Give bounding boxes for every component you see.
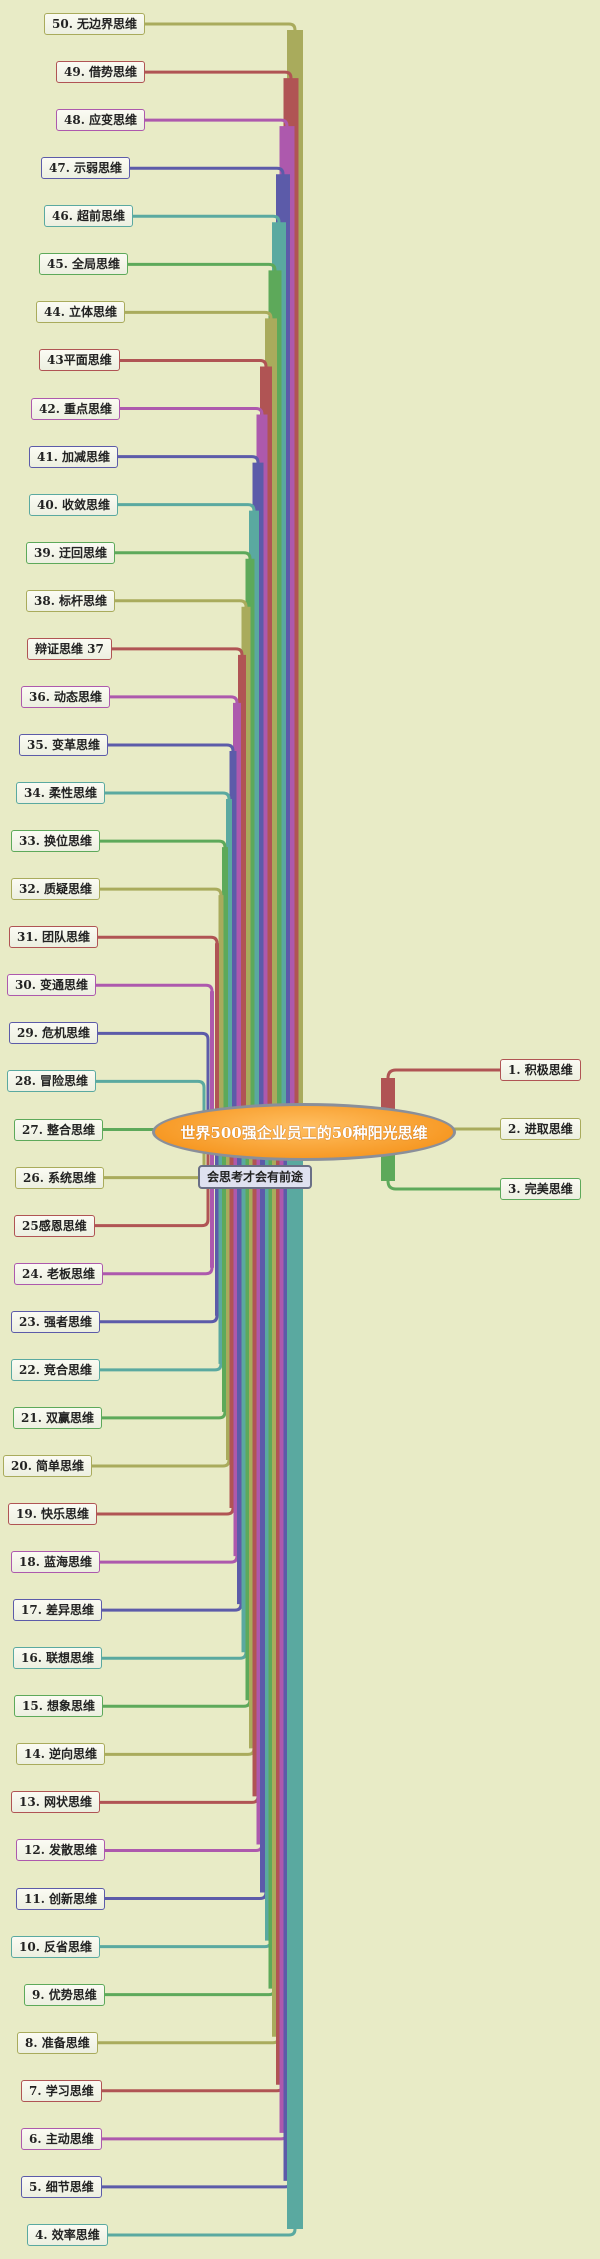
topic-node[interactable]: 38. 标杆思维 — [26, 589, 116, 612]
topic-node[interactable]: 49. 借势思维 — [56, 61, 146, 84]
topic-node[interactable]: 1. 积极思维 — [500, 1059, 581, 1081]
branch-line — [103, 1130, 214, 1276]
branch-line — [118, 455, 260, 1130]
branch-line — [98, 1031, 210, 1130]
branch-line — [120, 358, 268, 1130]
branch-line — [133, 214, 281, 1130]
branch-line — [100, 839, 227, 1130]
topic-node[interactable]: 44. 立体思维 — [36, 301, 126, 324]
topic-node[interactable]: 24. 老板思维 — [14, 1262, 104, 1285]
topic-node[interactable]: 46. 超前思维 — [44, 205, 134, 228]
topic-node[interactable]: 48. 应变思维 — [56, 109, 146, 132]
branch-line — [110, 695, 239, 1130]
topic-node[interactable]: 42. 重点思维 — [31, 397, 121, 420]
topic-node[interactable]: 11. 创新思维 — [16, 1887, 106, 1910]
topic-node[interactable]: 26. 系统思维 — [15, 1166, 105, 1189]
branch-line — [105, 791, 231, 1130]
branch-line — [92, 1130, 231, 1468]
topic-node[interactable]: 14. 逆向思维 — [16, 1743, 106, 1766]
topic-node[interactable]: 15. 想象思维 — [14, 1695, 104, 1718]
branch-line — [97, 1130, 235, 1516]
topic-node[interactable]: 13. 网状思维 — [11, 1791, 101, 1814]
topic-node[interactable]: 35. 变革思维 — [19, 733, 109, 756]
branch-line — [102, 1130, 243, 1612]
topic-node[interactable]: 16. 联想思维 — [13, 1647, 103, 1670]
central-topic-label: 世界500强企业员工的50种阳光思维 — [180, 1123, 428, 1142]
topic-node[interactable]: 31. 团队思维 — [9, 926, 99, 949]
branch-line — [100, 887, 223, 1130]
topic-node[interactable]: 10. 反省思维 — [11, 1935, 101, 1958]
topic-node[interactable]: 50. 无边界思维 — [44, 13, 146, 35]
branch-line — [120, 407, 264, 1130]
topic-node[interactable]: 34. 柔性思维 — [16, 782, 106, 805]
topic-node[interactable]: 27. 整合思维 — [14, 1118, 104, 1141]
branch-line — [118, 503, 256, 1130]
topic-node[interactable]: 22. 竞合思维 — [11, 1358, 101, 1381]
topic-node[interactable]: 9. 优势思维 — [24, 1983, 105, 2006]
topic-node[interactable]: 28. 冒险思维 — [7, 1070, 97, 1093]
branch-line — [98, 935, 219, 1130]
branch-line — [102, 1130, 227, 1420]
branch-line — [125, 310, 273, 1130]
topic-node[interactable]: 7. 学习思维 — [21, 2079, 102, 2102]
topic-node[interactable]: 25感恩思维 — [14, 1214, 95, 1237]
topic-node[interactable]: 47. 示弱思维 — [41, 157, 131, 180]
topic-node[interactable]: 3. 完美思维 — [500, 1178, 581, 1200]
topic-node[interactable]: 6. 主动思维 — [21, 2127, 102, 2150]
topic-node[interactable]: 40. 收敛思维 — [29, 493, 119, 516]
branch-line — [96, 983, 214, 1130]
topic-node[interactable]: 5. 细节思维 — [21, 2175, 102, 2198]
central-topic[interactable]: 世界500强企业员工的50种阳光思维 — [152, 1103, 456, 1161]
topic-node[interactable]: 21. 双赢思维 — [13, 1406, 103, 1429]
topic-node[interactable]: 41. 加减思维 — [29, 445, 119, 468]
topic-node[interactable]: 32. 质疑思维 — [11, 878, 101, 901]
branch-line — [145, 70, 293, 1130]
branch-line — [145, 22, 297, 1130]
topic-node[interactable]: 30. 变通思维 — [7, 974, 97, 997]
topic-node[interactable]: 辩证思维 37 — [27, 637, 112, 660]
topic-node[interactable]: 36. 动态思维 — [21, 685, 111, 708]
topic-node[interactable]: 19. 快乐思维 — [8, 1503, 98, 1526]
topic-node[interactable]: 17. 差异思维 — [13, 1599, 103, 1622]
branch-line — [100, 1130, 219, 1324]
topic-node[interactable]: 18. 蓝海思维 — [11, 1551, 101, 1574]
topic-node[interactable]: 43平面思维 — [39, 349, 120, 372]
topic-node[interactable]: 45. 全局思维 — [39, 253, 129, 276]
branch-line — [100, 1130, 223, 1372]
topic-node[interactable]: 20. 简单思维 — [3, 1454, 93, 1477]
topic-node[interactable]: 8. 准备思维 — [17, 2031, 98, 2054]
branch-line — [130, 166, 285, 1130]
central-subtitle: 会思考才会有前途 — [198, 1165, 313, 1189]
branch-line — [115, 551, 252, 1130]
branch-line — [386, 1068, 500, 1132]
topic-node[interactable]: 23. 强者思维 — [11, 1310, 101, 1333]
topic-node[interactable]: 33. 换位思维 — [11, 830, 101, 853]
branch-line — [115, 599, 248, 1130]
topic-node[interactable]: 29. 危机思维 — [9, 1022, 99, 1045]
branch-line — [108, 1130, 297, 2237]
branch-line — [386, 1128, 500, 1191]
branch-line — [95, 1130, 210, 1228]
topic-node[interactable]: 2. 进取思维 — [500, 1118, 581, 1140]
branch-line — [96, 1079, 206, 1130]
topic-node[interactable]: 39. 迂回思维 — [26, 541, 116, 564]
branch-line — [112, 647, 244, 1130]
topic-node[interactable]: 12. 发散思维 — [16, 1839, 106, 1862]
branch-line — [145, 118, 289, 1130]
branch-line — [108, 743, 235, 1130]
topic-node[interactable]: 4. 效率思维 — [27, 2224, 108, 2246]
branch-line — [128, 262, 277, 1130]
